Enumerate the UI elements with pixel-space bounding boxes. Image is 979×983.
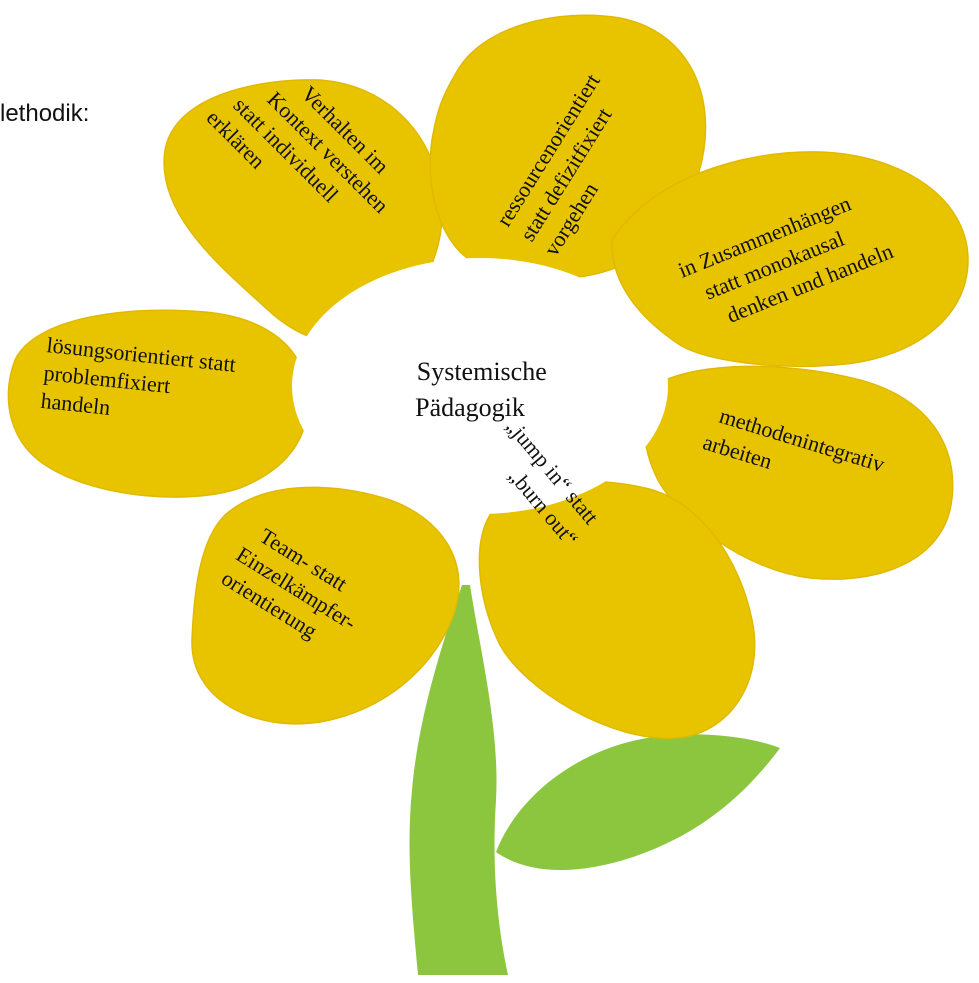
flower-leaf <box>496 734 780 871</box>
flower-stem <box>409 585 508 975</box>
center-label: Systemische Pädagogik <box>415 357 553 422</box>
center-line: Systemische <box>417 357 547 386</box>
petal-methods <box>643 365 954 580</box>
petal-jumpin <box>478 480 756 739</box>
flower-center <box>292 258 668 514</box>
petal-context <box>163 79 443 344</box>
petal-solution <box>7 309 309 498</box>
petal-label-solution: lösungsorientiert statt problemfixiert h… <box>40 332 243 433</box>
center-line: Pädagogik <box>415 393 525 422</box>
petal-team <box>191 486 460 725</box>
petal-connections <box>611 151 969 368</box>
page-heading: lethodik: <box>0 100 90 127</box>
